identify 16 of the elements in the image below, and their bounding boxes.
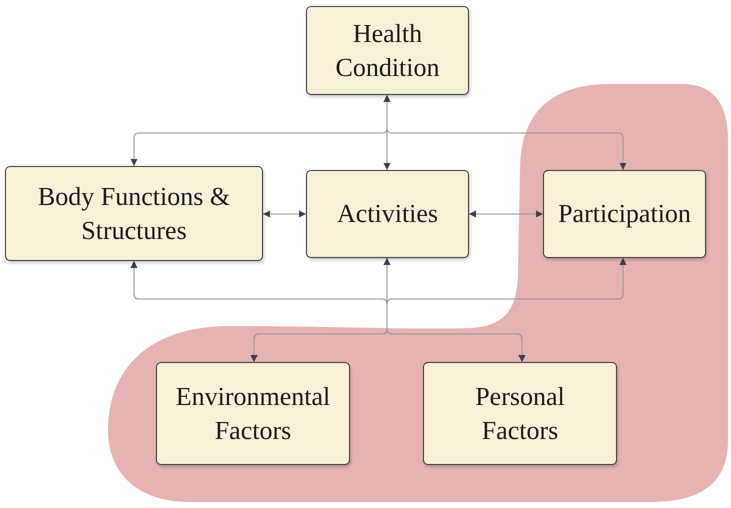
process-box bbox=[543, 170, 706, 258]
box-label: Body Functions & Structures bbox=[36, 180, 232, 246]
process-box bbox=[306, 170, 469, 258]
connector-arrow bbox=[262, 210, 306, 218]
connector-arrow bbox=[384, 94, 626, 170]
process-box bbox=[156, 362, 350, 465]
box-label: Participation bbox=[558, 198, 691, 230]
box-label: Personal Factors bbox=[474, 380, 566, 446]
process-box bbox=[423, 362, 617, 465]
connector-arrow bbox=[386, 258, 626, 362]
connector-arrow bbox=[468, 210, 544, 218]
box-label: Environmental Factors bbox=[174, 380, 332, 446]
box-label: Health Condition bbox=[334, 18, 440, 84]
process-box bbox=[5, 166, 263, 261]
process-box bbox=[306, 6, 469, 95]
box-label: Activities bbox=[336, 198, 438, 230]
